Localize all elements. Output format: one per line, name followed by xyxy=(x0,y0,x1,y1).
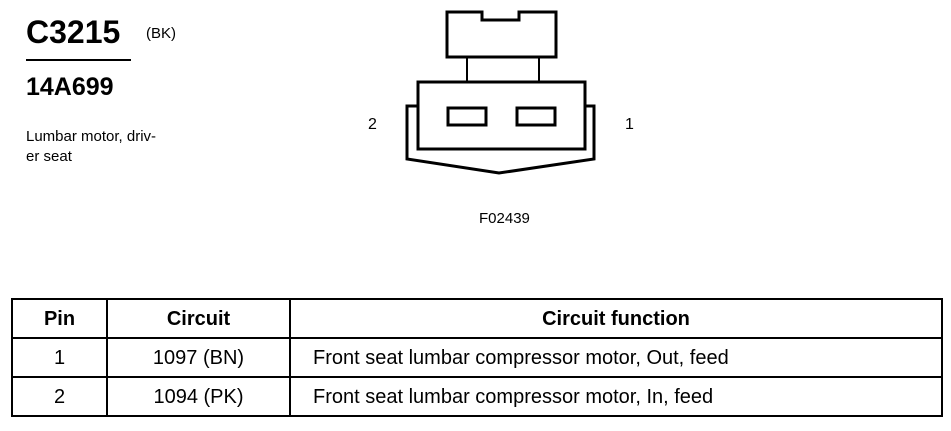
title-underline xyxy=(26,59,131,61)
connector-color-code: (BK) xyxy=(146,25,176,42)
column-header-circuit: Circuit xyxy=(106,298,291,339)
figure-id: F02439 xyxy=(479,210,530,227)
circuit-cell: 1094 (PK) xyxy=(106,376,291,417)
table-header-row: Pin Circuit Circuit function xyxy=(11,298,943,339)
pin-table: Pin Circuit Circuit function 1 1097 (BN)… xyxy=(11,298,943,417)
connector-body xyxy=(416,80,587,151)
pin-label-1: 1 xyxy=(625,116,634,133)
table-row: 2 1094 (PK) Front seat lumbar compressor… xyxy=(11,376,943,417)
circuit-cell: 1097 (BN) xyxy=(106,337,291,378)
connector-latch xyxy=(445,10,558,59)
column-header-pin: Pin xyxy=(11,298,108,339)
connector-description: Lumbar motor, driv- er seat xyxy=(26,128,157,165)
part-number: 14A699 xyxy=(26,73,114,101)
pin-cell: 1 xyxy=(11,337,108,378)
column-header-function: Circuit function xyxy=(289,298,943,339)
terminal-cavity-1 xyxy=(515,106,557,127)
table-row: 1 1097 (BN) Front seat lumbar compressor… xyxy=(11,337,943,378)
connector-shroud xyxy=(405,104,596,175)
pin-cell: 2 xyxy=(11,376,108,417)
connector-id: C3215 xyxy=(26,14,121,50)
function-cell: Front seat lumbar compressor motor, In, … xyxy=(289,376,943,417)
connector-diagram xyxy=(405,10,596,175)
function-cell: Front seat lumbar compressor motor, Out,… xyxy=(289,337,943,378)
terminal-cavity-2 xyxy=(446,106,488,127)
pin-label-2: 2 xyxy=(368,116,377,133)
